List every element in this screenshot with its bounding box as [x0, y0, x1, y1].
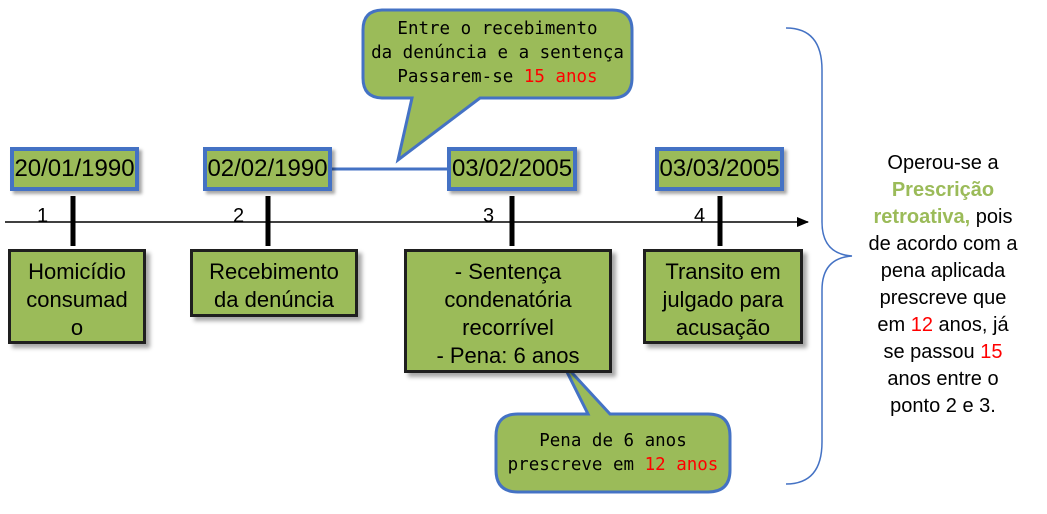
date-box-1: 20/01/1990 — [10, 147, 139, 191]
event-line: - Pena: 6 anos — [436, 343, 580, 368]
conclusion-line: anos entre o — [887, 368, 999, 390]
date-box-4: 03/03/2005 — [655, 147, 784, 191]
point-number-3: 3 — [483, 205, 495, 227]
event-line: o — [70, 315, 84, 340]
conclusion-text: Operou-se a Prescrição retroativa, pois … — [838, 150, 1047, 420]
event-box-sentence: - Sentença condenatória recorrível - Pen… — [404, 249, 612, 373]
callout-bottom-line-2: prescreve em 12 anos — [507, 455, 719, 475]
event-line: recorrível — [462, 315, 554, 340]
conclusion-line: em 12 anos, já — [877, 314, 1009, 336]
event-line: Homicídio — [28, 259, 126, 284]
event-line: condenatória — [444, 287, 572, 312]
point-number-1: 1 — [37, 205, 49, 227]
callout-bottom-bubble — [494, 360, 732, 494]
conclusion-line: Prescrição — [891, 179, 995, 201]
callout-top-line-2: da denúncia e a sentença — [371, 43, 624, 63]
callout-bottom-text: Pena de 6 anos prescreve em 12 anos — [496, 429, 730, 477]
event-line: julgado para — [662, 287, 784, 312]
event-line: - Sentença — [454, 259, 562, 284]
conclusion-line: se passou 15 — [883, 341, 1003, 363]
conclusion-line: Operou-se a — [887, 152, 999, 174]
date-box-3: 03/02/2005 — [447, 147, 577, 191]
event-line: da denúncia — [214, 287, 334, 312]
callout-bottom-line-1: Pena de 6 anos — [539, 431, 687, 451]
event-box-complaint: Recebimento da denúncia — [190, 249, 358, 317]
conclusion-line: retroativa, pois — [873, 206, 1013, 228]
conclusion-line: ponto 2 e 3. — [890, 395, 996, 417]
point-number-2: 2 — [233, 205, 245, 227]
callout-top-bubble — [361, 8, 634, 164]
event-line: Recebimento — [209, 259, 339, 284]
event-line: Transito em — [665, 259, 781, 284]
callout-top-text: Entre o recebimento da denúncia e a sent… — [363, 17, 632, 89]
conclusion-line: prescreve que — [879, 287, 1007, 309]
callout-top-line-1: Entre o recebimento — [397, 19, 598, 39]
conclusion-line: pena aplicada — [880, 260, 1006, 282]
event-box-final-judgment: Transito em julgado para acusação — [643, 249, 803, 344]
date-box-2: 02/02/1990 — [203, 147, 332, 191]
curly-brace — [785, 27, 853, 485]
event-line: acusação — [675, 315, 771, 340]
event-line: consumad — [26, 287, 128, 312]
conclusion-line: de acordo com a — [868, 233, 1018, 255]
event-box-homicide: Homicídio consumad o — [8, 249, 146, 344]
point-number-4: 4 — [694, 205, 706, 227]
callout-top-line-3: Passarem-se 15 anos — [397, 67, 598, 87]
